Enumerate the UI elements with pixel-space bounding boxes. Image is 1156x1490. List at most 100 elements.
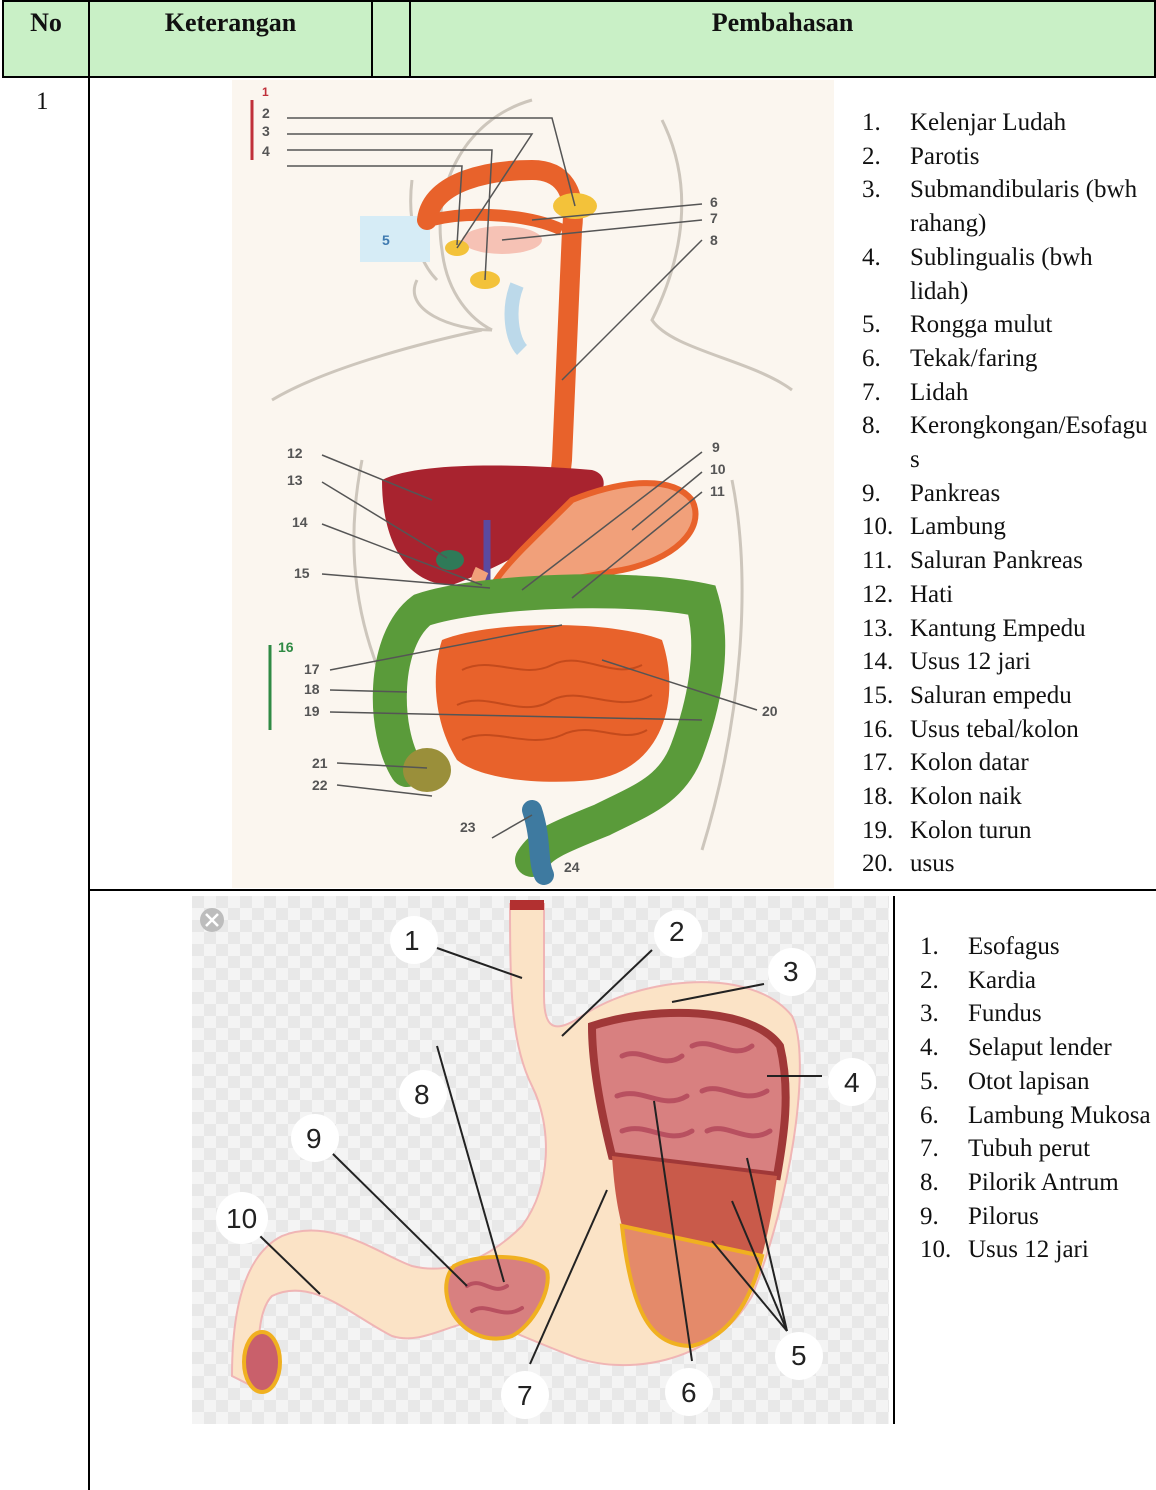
figure-label: 6 — [681, 1377, 697, 1408]
figure-label: 1 — [262, 85, 269, 99]
list-item: 8.Pilorik Antrum — [920, 1166, 1152, 1200]
list-item: 4.Selaput lender — [920, 1031, 1152, 1065]
list-item: 3.Fundus — [920, 997, 1152, 1031]
list-item-text: Rongga mulut — [910, 308, 1152, 342]
figure-label: 6 — [710, 194, 718, 210]
figure-label: 3 — [262, 123, 270, 139]
header-no-text: No — [4, 8, 88, 38]
caecum — [403, 748, 451, 792]
list-item-text: Hati — [910, 578, 1152, 612]
figure-label: 13 — [287, 472, 303, 488]
list-item: 3.Submandibularis (bwh rahang) — [862, 173, 1152, 240]
list-item-number: 13. — [862, 612, 910, 646]
figure-label: 14 — [292, 514, 308, 530]
row-divider — [88, 889, 1156, 891]
list-item-text: Otot lapisan — [968, 1065, 1152, 1099]
header-column-divider — [409, 0, 411, 78]
figure-label: 20 — [762, 703, 778, 719]
stomach-part-list: 1.Esofagus 2.Kardia 3.Fundus 4.Selaput l… — [920, 930, 1152, 1267]
list-item-text: Lambung — [910, 510, 1152, 544]
list-item-text: Kerongkongan/Esofagus — [910, 409, 1152, 476]
list-item-number: 8. — [862, 409, 910, 476]
list-item: 6.Lambung Mukosa — [920, 1099, 1152, 1133]
figure-label: 19 — [304, 703, 320, 719]
list-item: 14.Usus 12 jari — [862, 645, 1152, 679]
list-item: 18.Kolon naik — [862, 780, 1152, 814]
list-item: 15.Saluran empedu — [862, 679, 1152, 713]
list-item: 17.Kolon datar — [862, 746, 1152, 780]
table-column-divider — [88, 0, 90, 1490]
list-item-text: Parotis — [910, 140, 1152, 174]
list-item-number: 10. — [920, 1233, 968, 1267]
list-item-text: Kolon turun — [910, 814, 1152, 848]
list-item-number: 3. — [862, 173, 910, 240]
header-pembahasan-text: Pembahasan — [411, 8, 1154, 38]
list-item-number: 1. — [920, 930, 968, 964]
list-item: 5.Rongga mulut — [862, 308, 1152, 342]
list-item-text: Kelenjar Ludah — [910, 106, 1152, 140]
figure-label: 18 — [304, 681, 320, 697]
list-item-number: 8. — [920, 1166, 968, 1200]
header-cell-no: No — [4, 0, 88, 76]
list-item-number: 12. — [862, 578, 910, 612]
figure-label: 9 — [306, 1123, 322, 1154]
header-cell-keterangan: Keterangan — [90, 0, 371, 76]
list-item-number: 15. — [862, 679, 910, 713]
list-item-number: 10. — [862, 510, 910, 544]
figure-label: 15 — [294, 565, 310, 581]
list-item-text: Kardia — [968, 964, 1152, 998]
list-item-text: Usus 12 jari — [968, 1233, 1152, 1267]
list-item-number: 2. — [862, 140, 910, 174]
figure-label: 3 — [783, 956, 799, 987]
list-item: 1.Kelenjar Ludah — [862, 106, 1152, 140]
list-item-text: Kolon datar — [910, 746, 1152, 780]
list-item-text: Usus tebal/kolon — [910, 713, 1152, 747]
list-item-text: Esofagus — [968, 930, 1152, 964]
figure-label: 10 — [710, 461, 726, 477]
list-item: 1.Esofagus — [920, 930, 1152, 964]
header-cell-empty — [373, 0, 409, 76]
figure-label: 11 — [710, 483, 725, 499]
list-item-number: 9. — [920, 1200, 968, 1234]
leader-line — [562, 240, 702, 380]
list-item: 19.Kolon turun — [862, 814, 1152, 848]
row-number: 1 — [36, 88, 49, 116]
figure-label: 7 — [517, 1380, 533, 1411]
list-item-text: Saluran empedu — [910, 679, 1152, 713]
table-border-left — [2, 0, 4, 78]
list-item: 10.Usus 12 jari — [920, 1233, 1152, 1267]
list-item-number: 3. — [920, 997, 968, 1031]
list-item: 4.Sublingualis (bwh lidah) — [862, 241, 1152, 308]
list-item-number: 11. — [862, 544, 910, 578]
header-column-divider — [371, 0, 373, 78]
list-item-text: Kolon naik — [910, 780, 1152, 814]
list-item-number: 17. — [862, 746, 910, 780]
list-item-number: 7. — [862, 376, 910, 410]
list-item: 16.Usus tebal/kolon — [862, 713, 1152, 747]
esophagus-opening — [510, 900, 544, 910]
shoulder-outline-left — [272, 330, 482, 400]
figure-label: 21 — [312, 755, 328, 771]
leader-line — [492, 815, 532, 838]
stomach-illustration: 1 2 3 4 5 6 7 8 9 10 — [192, 896, 889, 1424]
list-item-number: 2. — [920, 964, 968, 998]
list-item-number: 4. — [862, 241, 910, 308]
figure-label: 8 — [710, 232, 718, 248]
figure-label: 5 — [382, 232, 390, 248]
list-item-text: Selaput lender — [968, 1031, 1152, 1065]
list-item-number: 16. — [862, 713, 910, 747]
list-item-number: 1. — [862, 106, 910, 140]
list-item: 10.Lambung — [862, 510, 1152, 544]
figure-label: 12 — [287, 445, 303, 461]
list-item-text: Fundus — [968, 997, 1152, 1031]
list-item: 9.Pankreas — [862, 477, 1152, 511]
list-item-text: Submandibularis (bwh rahang) — [910, 173, 1152, 240]
figure-label: 4 — [262, 143, 270, 159]
list-item: 12.Hati — [862, 578, 1152, 612]
figure-label: 2 — [669, 916, 685, 947]
list-item-number: 6. — [920, 1099, 968, 1133]
list-item-number: 6. — [862, 342, 910, 376]
list-item: 20.usus — [862, 847, 1152, 881]
list-item-number: 14. — [862, 645, 910, 679]
